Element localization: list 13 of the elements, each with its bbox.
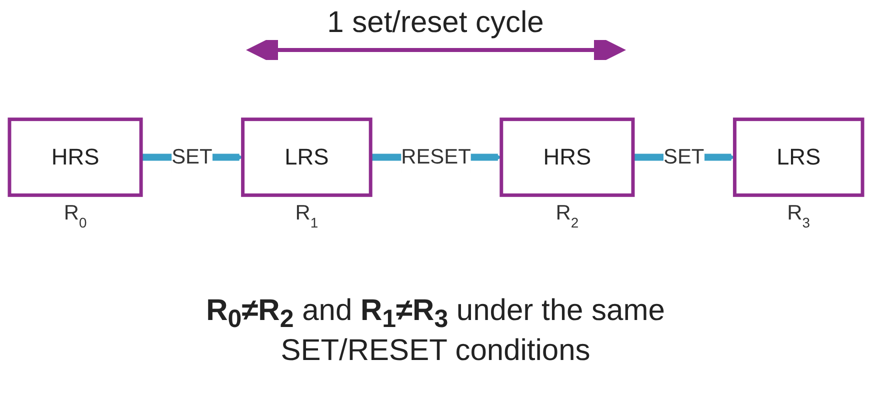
resistance-label: R$_{3}$ [786, 202, 810, 231]
node-label: LRS [284, 144, 328, 170]
resistance-label: R$_{1}$ [294, 202, 318, 231]
node-label: HRS [542, 144, 591, 170]
edge-label: SET [662, 145, 704, 169]
resistance-label: R$_{0}$ [63, 202, 86, 231]
caption: R$_{0}$≠R$_{2}$ and R$_{1}$≠R$_{3}$ under the same SET/RESET conditions [205, 294, 666, 368]
cycle-label: 1 set/reset cycle [327, 6, 544, 40]
node-label: LRS [776, 144, 820, 170]
edge-label: SET [171, 145, 212, 169]
edge-label: RESET [400, 145, 470, 169]
node-label: HRS [50, 144, 99, 170]
resistance-label: R$_{2}$ [555, 202, 578, 231]
